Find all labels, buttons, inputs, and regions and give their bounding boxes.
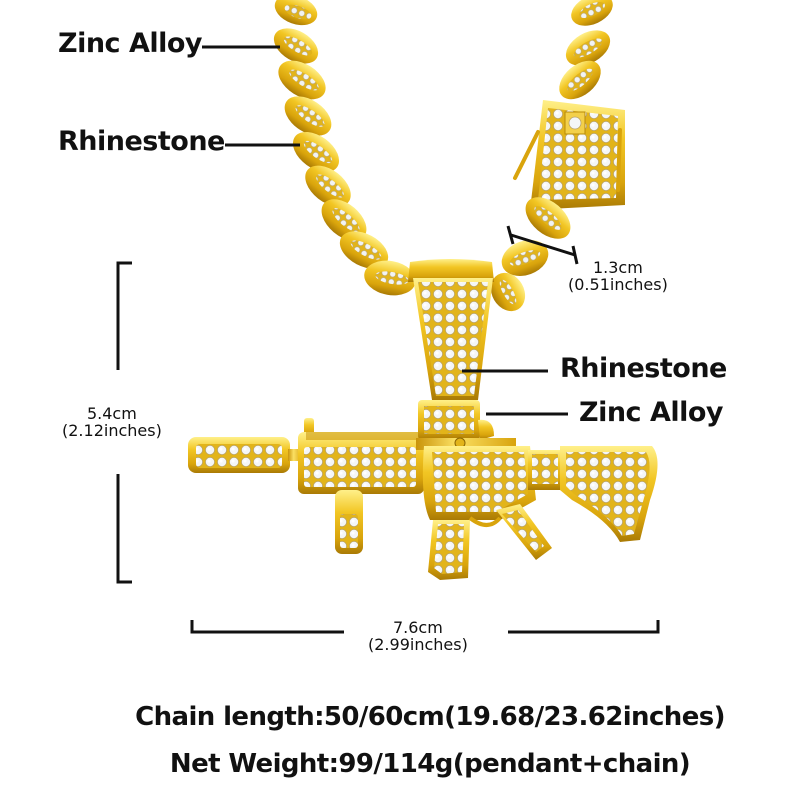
- callout-zinc-alloy-chain: Zinc Alloy: [58, 28, 203, 59]
- pendant-height-label: 5.4cm (2.12inches): [62, 405, 162, 439]
- pendant-height-metric: 5.4cm: [86, 404, 137, 423]
- pendant-width-imperial: (2.99inches): [368, 635, 468, 654]
- net-weight-spec: Net Weight:99/114g(pendant+chain): [169, 749, 691, 779]
- callout-rhinestone-chain: Rhinestone: [58, 126, 225, 157]
- chain-width-metric: 1.3cm: [592, 258, 643, 277]
- chain-clasp: [513, 100, 625, 210]
- width-dimension-bracket: [190, 620, 660, 634]
- chain-left-strand: [273, 0, 416, 296]
- pendant-rifle: [188, 400, 658, 580]
- chain-right-strand: [490, 0, 625, 312]
- pendant-width-metric: 7.6cm: [392, 618, 443, 637]
- chain-width-label: 1.3cm (0.51inches): [568, 259, 668, 293]
- chain-width-dimension-line: [506, 225, 579, 265]
- callout-zinc-alloy-pendant: Zinc Alloy: [579, 397, 724, 428]
- height-dimension-bracket: [116, 261, 132, 584]
- callout-leader-lines: [202, 45, 568, 416]
- pendant-bail: [408, 259, 494, 400]
- callout-rhinestone-bail: Rhinestone: [560, 353, 727, 384]
- chain-length-spec: Chain length:50/60cm(19.68/23.62inches): [135, 702, 725, 732]
- pendant-width-label: 7.6cm (2.99inches): [368, 619, 468, 653]
- pendant-height-imperial: (2.12inches): [62, 421, 162, 440]
- chain-width-imperial: (0.51inches): [568, 275, 668, 294]
